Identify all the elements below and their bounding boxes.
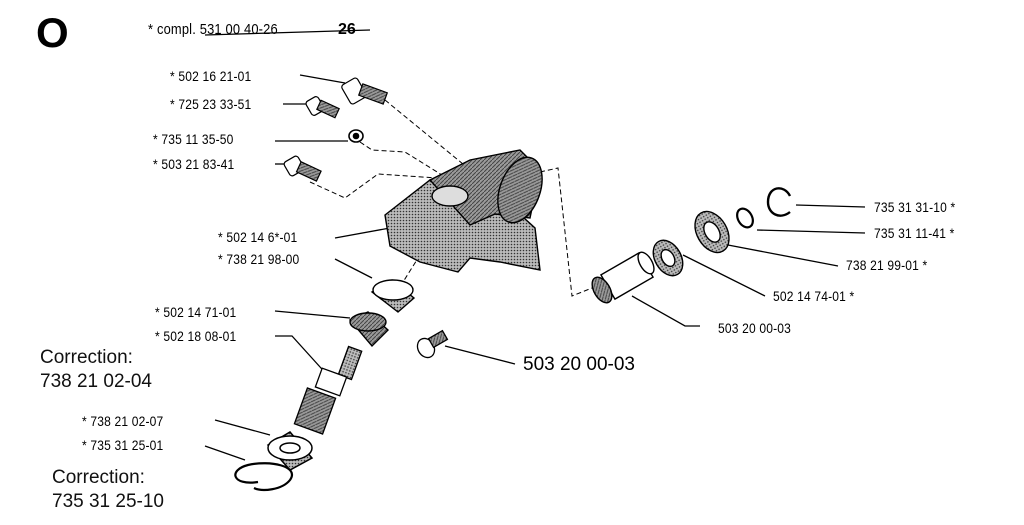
part-label: * 738 21 02-07 [82,413,164,429]
section-letter: O [36,9,69,56]
part-label-large: 503 20 00-03 [523,354,635,375]
part-label: * 735 11 35-50 [153,131,234,147]
pinion-503-20-00 [591,251,655,304]
leader-line [756,229,866,234]
leader-line [334,227,391,239]
part-label: 503 20 00-03 [718,320,792,336]
screw-503-21-83 [283,155,322,182]
part-label: 735 31 11-41 * [874,225,955,241]
leader-line [274,310,351,319]
part-label: * 735 31 25-01 [82,437,164,453]
gear-502-14-71 [348,311,390,348]
leader-line [299,74,346,84]
screw-725-23-33 [305,96,340,119]
part-label: * 503 21 83-41 [153,156,235,172]
part-label: 735 31 31-10 * [874,199,956,215]
screw-502-16-21 [341,77,389,105]
part-label: * 502 18 08-01 [155,328,237,344]
leader-line [682,254,766,297]
shaft-502-18-08 [293,345,363,435]
circlip-735-31-25 [234,462,294,491]
kit-note-suffix: 26 [338,21,356,38]
leader-line [334,258,373,279]
leader-line [275,335,331,379]
part-label: 738 21 99-01 * [846,257,928,273]
gear-housing [384,149,543,273]
part-label: * 725 23 33-51 [170,96,252,112]
part-label: * 502 14 6*-01 [218,229,298,245]
correction-title: Correction: [52,467,145,488]
leader-line [727,244,839,267]
correction-value: 735 31 25-10 [52,491,164,512]
leader-line [631,295,700,327]
washer-735-31-11 [736,207,754,229]
leader-line [204,445,246,461]
nut-735-11-35 [348,129,364,143]
part-label: * 502 16 21-01 [170,68,252,84]
correction-value: 738 21 02-04 [40,371,152,392]
leader-line [204,29,371,36]
screw-503-20-00-loose [416,329,449,359]
bearing-738-21-02 [266,431,314,471]
correction-title: Correction: [40,347,133,368]
bearing-738-21-98 [370,279,416,313]
circlip-735-31-31 [766,187,792,217]
leader-line [444,345,516,365]
leader-line [795,204,866,208]
bearing-502-14-74 [652,239,684,277]
bearing-738-21-99 [694,210,730,254]
part-label: * 502 14 71-01 [155,304,237,320]
leader-line [214,419,271,436]
part-label: * 738 21 98-00 [218,251,300,267]
kit-note: * compl. 531 00 40-26 [148,21,278,38]
part-label: 502 14 74-01 * [773,288,855,304]
